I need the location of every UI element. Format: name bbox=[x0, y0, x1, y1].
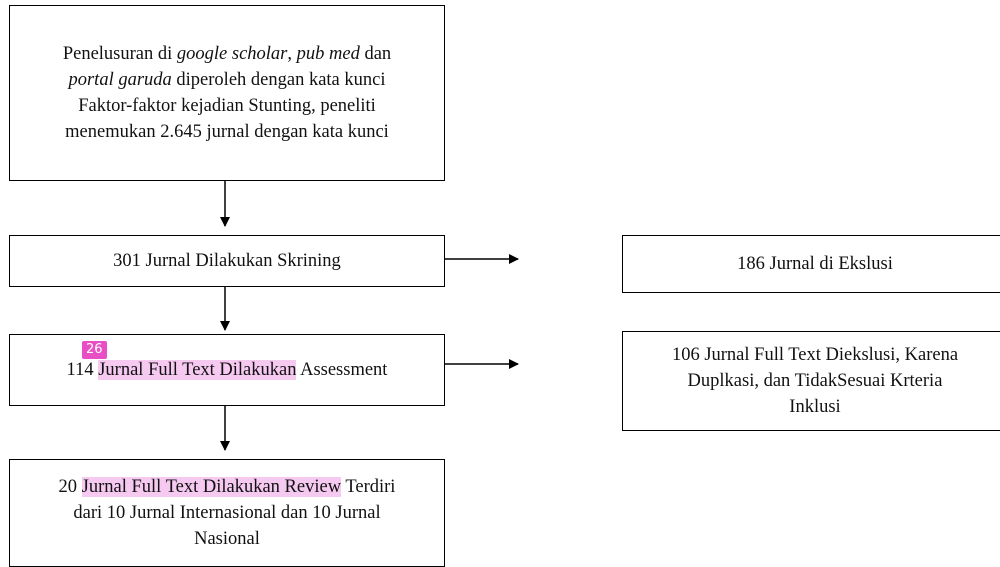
excluded-screening-text: 186 Jurnal di Ekslusi bbox=[737, 254, 893, 274]
screening-box: 301 Jurnal Dilakukan Skrining bbox=[9, 235, 445, 287]
screening-text: 301 Jurnal Dilakukan Skrining bbox=[113, 251, 341, 271]
assessment-text: 114 Jurnal Full Text Dilakukan Assessmen… bbox=[66, 360, 388, 380]
review-text: 20 Jurnal Full Text Dilakukan Review Ter… bbox=[58, 477, 396, 549]
highlight: Jurnal Full Text Dilakukan bbox=[98, 360, 297, 380]
search-text: Penelusuran di google scholar, pub med d… bbox=[62, 44, 392, 142]
excluded-fulltext-box: 106 Jurnal Full Text Diekslusi, Karena D… bbox=[622, 331, 1000, 431]
review-box: 20 Jurnal Full Text Dilakukan Review Ter… bbox=[9, 459, 445, 567]
excluded-fulltext-text: 106 Jurnal Full Text Diekslusi, Karena D… bbox=[671, 345, 959, 417]
highlight: Jurnal Full Text Dilakukan Review bbox=[81, 477, 342, 497]
search-box: Penelusuran di google scholar, pub med d… bbox=[9, 5, 445, 181]
annotation-badge[interactable]: 26 bbox=[82, 341, 107, 359]
assessment-box: 114 Jurnal Full Text Dilakukan Assessmen… bbox=[9, 334, 445, 406]
excluded-screening-box: 186 Jurnal di Ekslusi bbox=[622, 235, 1000, 293]
